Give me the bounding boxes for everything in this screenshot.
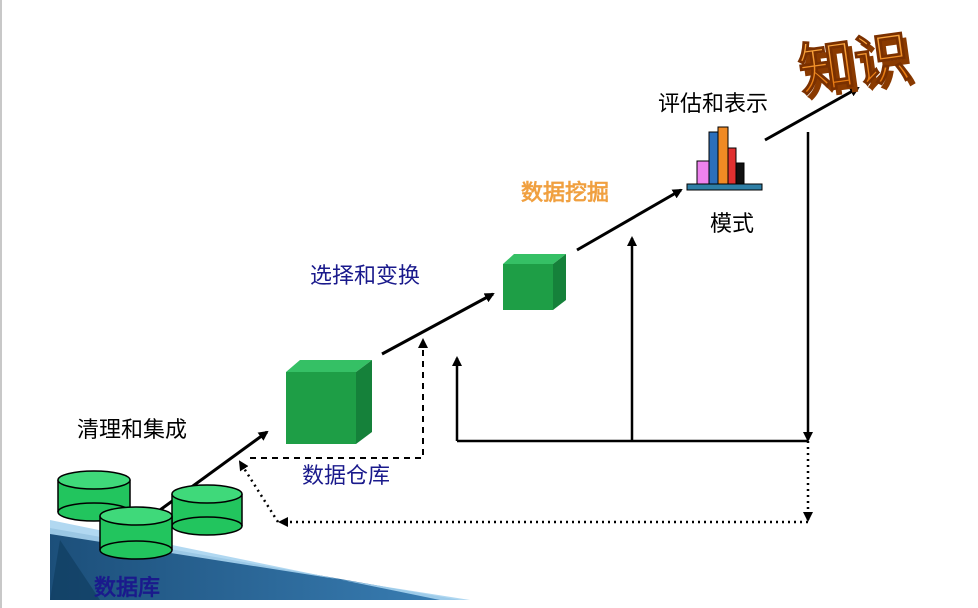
- label-select-transform: 选择和变换: [310, 264, 421, 289]
- label-evaluate-present: 评估和表示: [658, 92, 769, 117]
- database-cylinders: [57, 470, 243, 560]
- warehouse-cube: [286, 360, 372, 444]
- svg-text:知识: 知识: [795, 24, 915, 104]
- label-data-mining: 数据挖掘: [521, 181, 610, 206]
- label-data-warehouse: 数据仓库: [302, 464, 391, 489]
- pattern-icon: [686, 126, 763, 191]
- label-database: 数据库: [94, 576, 161, 601]
- mining-cube: [503, 254, 566, 310]
- slide-left-border: [0, 0, 2, 608]
- arrow-mining-to-pattern: [576, 188, 683, 252]
- label-pattern: 模式: [710, 212, 755, 237]
- svg-text:知识: 知识: [799, 30, 919, 110]
- arrow-warehouse-to-mining: [381, 292, 495, 356]
- dotted-feedback-lines: [238, 441, 813, 527]
- dashed-warehouse-line: [250, 338, 428, 459]
- cylinder-3: [99, 506, 173, 560]
- knowledge-wordart: 知识 知识: [794, 24, 919, 110]
- feedback-solid-lines: [452, 132, 813, 443]
- arrow-pattern-to-knowledge: [764, 86, 860, 142]
- label-clean-integrate: 清理和集成: [77, 418, 188, 443]
- cylinder-2: [171, 484, 243, 536]
- cylinder-1: [57, 470, 131, 522]
